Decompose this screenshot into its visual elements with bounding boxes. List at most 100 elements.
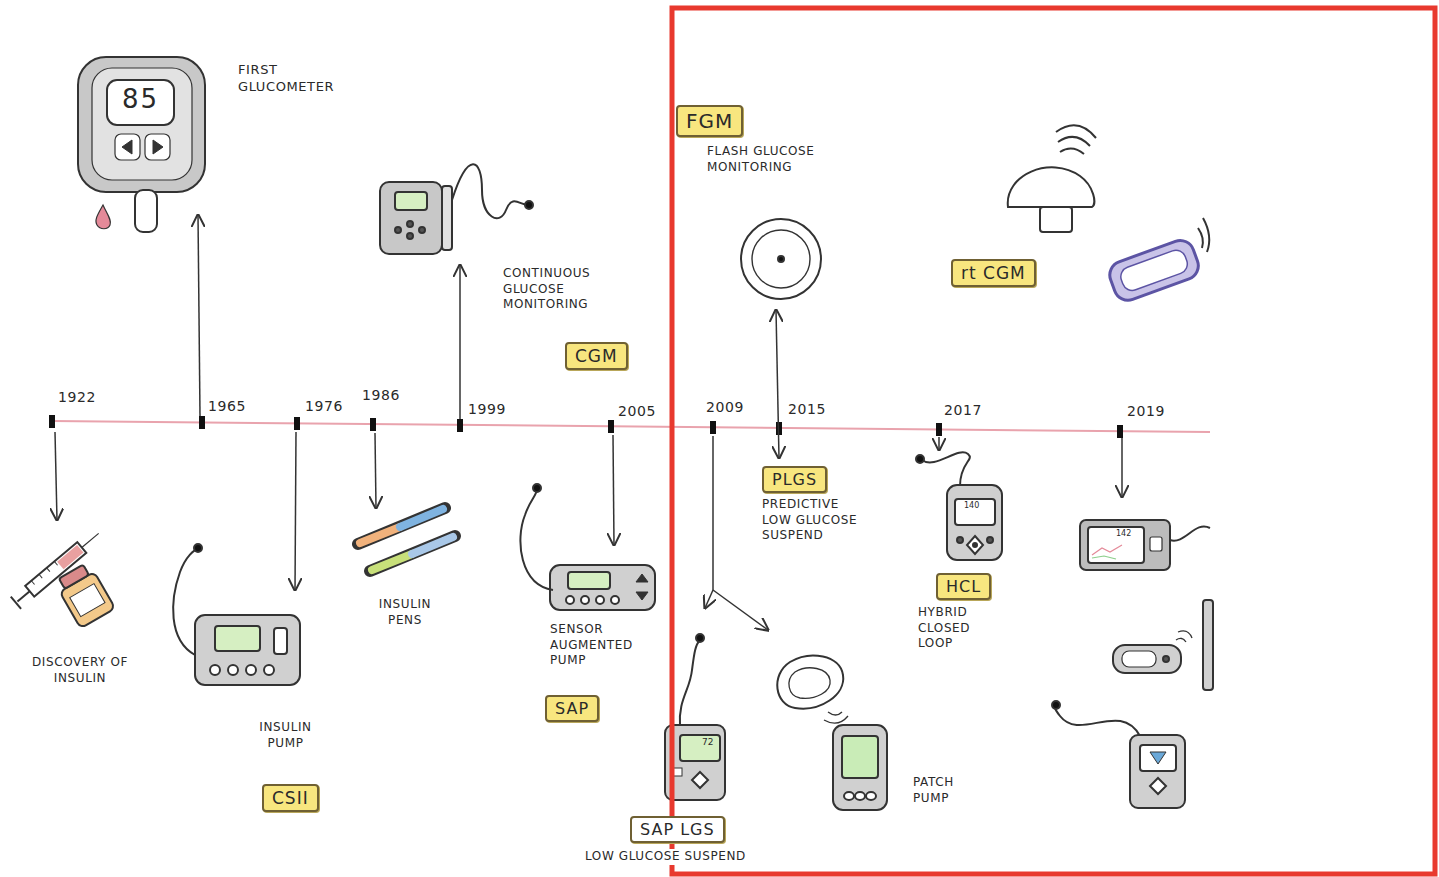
recent-devices-drawing: [1122, 651, 1156, 667]
insulin-pump-drawing: [173, 549, 198, 655]
year-arrows: [198, 215, 200, 416]
patch-pump-drawing: [777, 656, 887, 810]
year-arrows: [55, 432, 57, 520]
closed-loop-pump-drawing: [957, 537, 963, 543]
rt-cgm-drawing: [1056, 125, 1096, 138]
insulin-pens-drawing: [358, 508, 455, 571]
recent-devices-drawing: [1150, 778, 1166, 794]
syringe-and-vial-drawing: [59, 565, 89, 589]
patch-pump-drawing: [777, 656, 843, 709]
recent-devices-drawing: [1163, 656, 1169, 662]
acronym-tag: PLGS: [762, 466, 827, 493]
closed-loop-pump-drawing: [955, 499, 995, 525]
recent-devices-drawing: [1092, 556, 1116, 559]
cgm-device-drawing: [380, 164, 533, 254]
cgm-device-drawing: [442, 186, 452, 250]
cgm-device-drawing: [419, 227, 425, 233]
recent-devices-drawing: [1170, 526, 1210, 540]
patch-pump-drawing: [866, 792, 876, 800]
year-arrows: [713, 590, 768, 630]
syringe-and-vial-drawing: [17, 591, 29, 601]
patch-pump-drawing: [842, 736, 878, 778]
closed-loop-pump-drawing: [916, 455, 924, 463]
caption-text: 85: [110, 84, 171, 115]
caption-text: PATCH PUMP: [913, 775, 985, 806]
insulin-pens-drawing: [358, 508, 445, 544]
syringe-and-vial-drawing: [54, 562, 116, 629]
glucometer-drawing: [115, 134, 140, 160]
recent-devices-drawing: [1092, 545, 1122, 555]
year-label: 2017: [944, 401, 982, 419]
year-arrows: [375, 433, 376, 508]
lgs-pump-drawing: [680, 735, 720, 761]
cgm-device-drawing: [395, 227, 401, 233]
insulin-pens-drawing: [360, 527, 400, 543]
rt-cgm-drawing: [1118, 247, 1190, 293]
glucometer-drawing: [78, 57, 205, 192]
timeline-axis: [936, 423, 942, 436]
insulin-pump-drawing: [215, 626, 260, 651]
year-arrows: [459, 265, 461, 419]
rt-cgm-drawing: [1060, 148, 1084, 154]
insulin-pump-drawing: [195, 615, 300, 685]
rt-cgm-drawing: [1008, 125, 1209, 304]
cgm-device-drawing: [407, 221, 413, 227]
syringe-and-vial-drawing: [31, 581, 34, 585]
sensor-augmented-pump-drawing: [520, 489, 553, 590]
acronym-tag: HCL: [936, 573, 991, 600]
sensor-augmented-pump-drawing: [636, 574, 648, 582]
caption-text: INSULIN PUMP: [243, 720, 328, 751]
caption-text: PREDICTIVE LOW GLUCOSE SUSPEND: [762, 497, 866, 544]
timeline-axis: [457, 419, 463, 432]
lgs-pump-drawing: [692, 772, 708, 788]
tag-text: SAP LGS: [640, 820, 715, 839]
sensor-augmented-pump-drawing: [568, 572, 610, 589]
cgm-device-drawing: [407, 233, 413, 239]
rt-cgm-drawing: [1203, 218, 1209, 252]
sensor-augmented-pump-drawing: [636, 592, 648, 600]
year-arrows: [613, 435, 614, 545]
sensor-augmented-pump-drawing: [566, 596, 574, 604]
cgm-device-drawing: [525, 201, 533, 209]
insulin-pens-drawing: [372, 554, 412, 570]
timeline-axis: [199, 416, 205, 429]
lgs-pump-drawing: [696, 634, 704, 642]
year-arrows: [1121, 438, 1123, 497]
year-label: 1976: [305, 397, 343, 415]
highlight-frame: [672, 8, 1435, 874]
closed-loop-pump-drawing: [987, 537, 993, 543]
syringe-and-vial-drawing: [39, 574, 42, 578]
recent-devices-drawing: [1150, 752, 1166, 764]
year-label: 2009: [706, 398, 744, 416]
acronym-tag: rt CGM: [951, 259, 1036, 287]
insulin-pump-drawing: [173, 544, 300, 685]
sensor-augmented-pump-drawing: [533, 484, 541, 492]
syringe-and-vial-drawing: [70, 584, 105, 617]
acronym-tag: SAP: [545, 695, 599, 722]
recent-devices-drawing: [1203, 600, 1213, 690]
insulin-pump-drawing: [194, 544, 202, 552]
sensor-augmented-pump-drawing: [520, 484, 655, 610]
tag-text: HCL: [946, 577, 981, 596]
tag-text: CGM: [575, 346, 618, 366]
glucometer-drawing: [122, 140, 132, 154]
flash-sensor-drawing: [741, 219, 821, 299]
flash-sensor-drawing: [778, 256, 784, 262]
rt-cgm-drawing: [1008, 167, 1095, 207]
tag-text: rt CGM: [961, 263, 1026, 283]
year-arrows: [938, 437, 940, 450]
sensor-augmented-pump-drawing: [596, 596, 604, 604]
rt-cgm-drawing: [1198, 228, 1203, 248]
year-label: 1922: [58, 388, 96, 406]
caption-text: SENSOR AUGMENTED PUMP: [550, 622, 650, 669]
recent-devices-drawing: [1080, 520, 1170, 570]
recent-devices-drawing: [1150, 537, 1162, 551]
sensor-augmented-pump-drawing: [550, 565, 655, 610]
insulin-pump-drawing: [264, 665, 274, 675]
insulin-pump-drawing: [274, 628, 287, 654]
year-label: 1986: [362, 386, 400, 404]
year-arrows: [776, 310, 779, 458]
year-label: 2019: [1127, 402, 1165, 420]
lgs-pump-drawing: [680, 640, 700, 726]
